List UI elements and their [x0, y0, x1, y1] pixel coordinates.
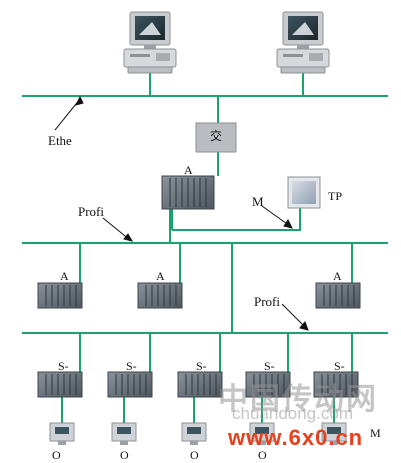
plc-main-label: A	[184, 163, 193, 177]
slave-2-label: S-	[126, 359, 137, 373]
slave-1-label: S-	[58, 359, 69, 373]
sub-plc-1-label: A	[60, 269, 69, 283]
bus-lines	[22, 73, 388, 423]
watermark-brand: www.6x0.cn	[228, 425, 364, 450]
slave-4-label: S-	[264, 359, 275, 373]
slave-3	[177, 371, 223, 398]
slave-5-label: S-	[334, 359, 345, 373]
field-device-3	[181, 422, 207, 445]
field-device-2	[111, 422, 137, 445]
m-arrow	[261, 205, 291, 227]
tp-label: TP	[328, 189, 343, 203]
slave-1	[37, 371, 83, 398]
sub-plc-3	[315, 282, 361, 309]
switch-box	[195, 122, 237, 153]
device-5-label: M	[370, 426, 381, 440]
tp-link-line	[172, 208, 301, 231]
pc-workstation-2	[276, 11, 330, 74]
sub-plc-2-label: A	[156, 269, 165, 283]
sub-plc-2	[137, 282, 183, 309]
device-4-label: O	[258, 448, 267, 462]
watermark-chinese: 中国传动网	[218, 383, 378, 416]
device-1-label: O	[52, 448, 61, 462]
pointer-arrows	[54, 95, 309, 331]
switch-label: 交	[210, 129, 223, 143]
field-device-4	[249, 422, 275, 445]
slave-4	[245, 371, 291, 398]
sub-plc-1	[37, 282, 83, 309]
field-device-1	[49, 422, 75, 445]
touch-panel	[287, 176, 321, 209]
device-3-label: O	[190, 448, 199, 462]
profi-lower-arrow	[281, 303, 307, 329]
device-2-label: O	[120, 448, 129, 462]
plc-main	[161, 175, 215, 210]
slave-5	[313, 371, 359, 398]
field-device-5	[321, 422, 347, 445]
ethernet-arrow	[54, 98, 81, 131]
sub-plc-3-label: A	[333, 269, 342, 283]
slave-2	[107, 371, 153, 398]
m-label: M	[252, 194, 264, 209]
ethernet-label: Ethe	[48, 133, 72, 148]
pc-workstation-1	[123, 11, 177, 74]
watermark-domain: chuandong.com	[232, 404, 353, 423]
slave-3-label: S-	[196, 359, 207, 373]
profi-lower-label: Profi	[254, 294, 280, 309]
profi-upper-label: Profi	[78, 204, 104, 219]
